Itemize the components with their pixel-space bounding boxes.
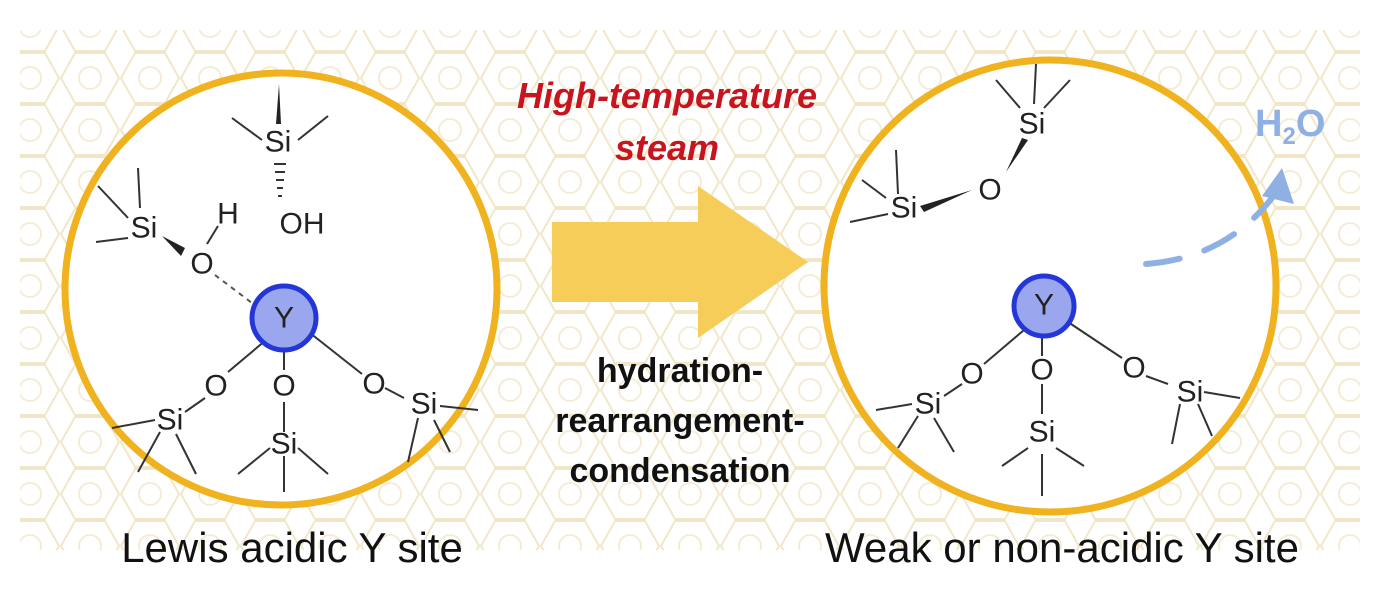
right-si-left: Si bbox=[891, 192, 918, 225]
left-y-center: Y bbox=[249, 283, 319, 353]
water-release-arrow bbox=[1143, 168, 1294, 267]
left-o-right: O bbox=[362, 368, 385, 401]
right-y-label: Y bbox=[1034, 289, 1054, 322]
left-o-mid: O bbox=[272, 370, 295, 403]
left-caption: Lewis acidic Y site bbox=[121, 524, 463, 571]
right-si-bm: Si bbox=[1029, 416, 1056, 449]
mechanism-line-2: rearrangement- bbox=[555, 402, 804, 440]
left-oh-top: OH bbox=[280, 208, 325, 241]
left-si-top: Si bbox=[265, 126, 292, 159]
process-arrow-group: High-temperature steam hydration- rearra… bbox=[517, 75, 817, 490]
left-o-hbond: O bbox=[190, 248, 213, 281]
condition-line-2: steam bbox=[615, 127, 719, 168]
left-y-label: Y bbox=[274, 302, 294, 335]
right-y-center: Y bbox=[1011, 273, 1077, 339]
right-o-right: O bbox=[1122, 352, 1145, 385]
left-si-left: Si bbox=[131, 212, 158, 245]
right-bonds bbox=[849, 63, 1241, 496]
left-bonds bbox=[95, 84, 479, 492]
right-panel: Y Si O Si O O O Si Si Si H2O Weak or non… bbox=[820, 56, 1325, 571]
left-si-br: Si bbox=[411, 388, 438, 421]
mechanism-line-3: condensation bbox=[569, 452, 790, 490]
right-o-bridge: O bbox=[978, 174, 1001, 207]
process-arrow bbox=[552, 186, 808, 338]
right-o-mid: O bbox=[1030, 354, 1053, 387]
right-caption: Weak or non-acidic Y site bbox=[825, 524, 1299, 571]
left-h-hbond: H bbox=[217, 198, 239, 231]
water-label: H2O bbox=[1255, 103, 1325, 150]
right-o-left: O bbox=[960, 358, 983, 391]
mechanism-line-1: hydration- bbox=[597, 352, 763, 390]
left-si-bl: Si bbox=[157, 404, 184, 437]
right-si-bl: Si bbox=[915, 388, 942, 421]
condition-line-1: High-temperature bbox=[517, 75, 817, 116]
left-o-left: O bbox=[204, 370, 227, 403]
right-si-top: Si bbox=[1019, 108, 1046, 141]
right-si-br: Si bbox=[1177, 376, 1204, 409]
left-si-bm: Si bbox=[271, 428, 298, 461]
left-panel: Y Si OH Si O H O O O Si Si Si Lewis acid… bbox=[61, 69, 501, 571]
